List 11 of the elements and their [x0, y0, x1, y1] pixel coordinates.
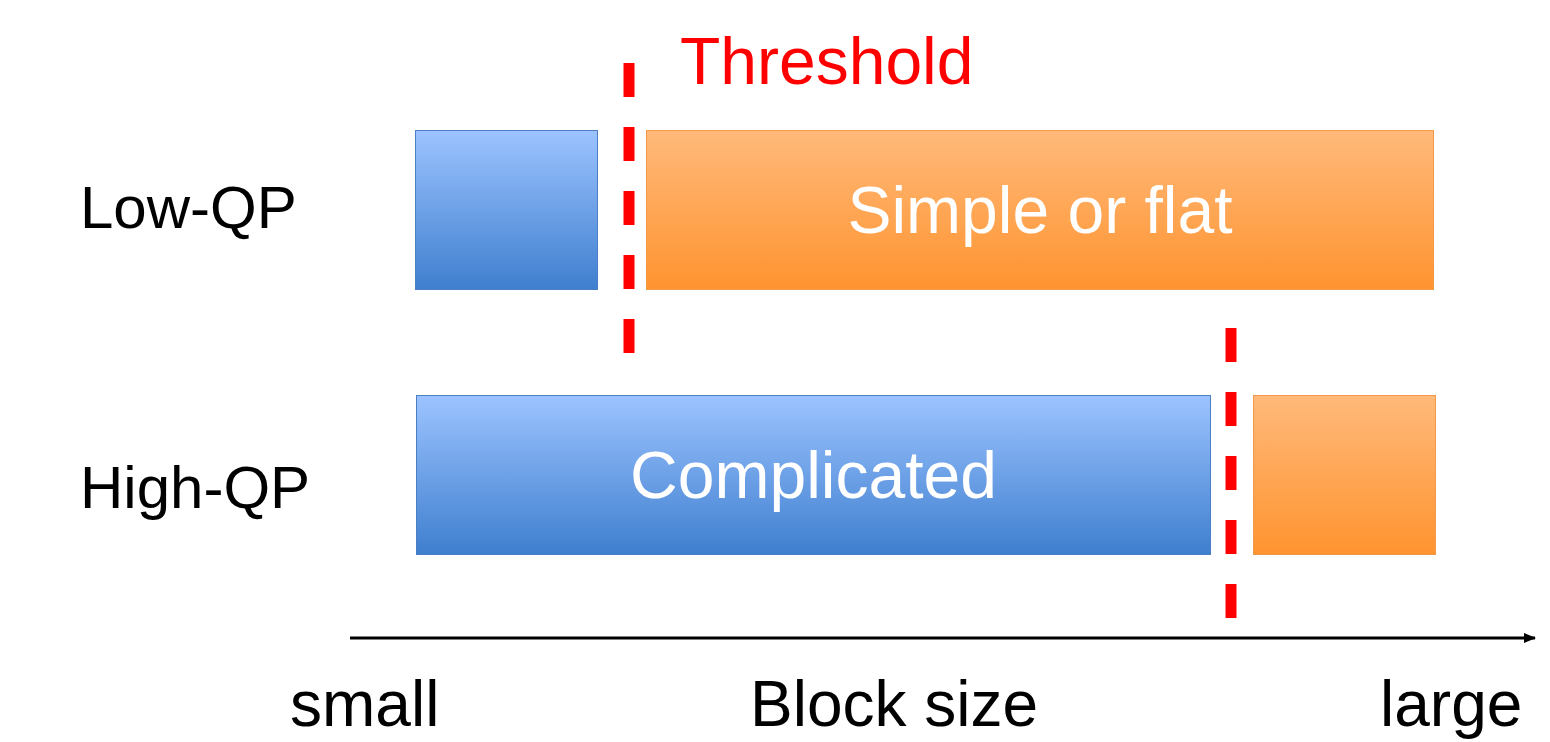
- axis-title: Block size: [750, 672, 1039, 736]
- bar-label: Complicated: [630, 437, 997, 513]
- bar-label: Simple or flat: [847, 172, 1233, 248]
- row-label: Low-QP: [80, 178, 297, 238]
- bar: [646, 130, 1434, 290]
- axis-label: small: [290, 672, 440, 736]
- empty-bar: [415, 130, 598, 290]
- empty-bar: [1253, 395, 1436, 555]
- row-label: High-QP: [80, 458, 311, 518]
- threshold-label: Threshold: [680, 28, 974, 94]
- bar: [416, 395, 1211, 555]
